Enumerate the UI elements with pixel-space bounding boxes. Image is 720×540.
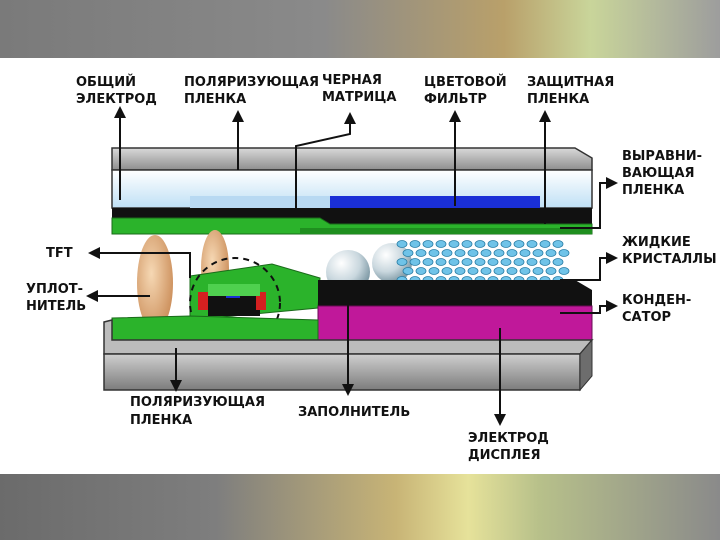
liquid-crystal-molecule (429, 250, 439, 257)
liquid-crystal-molecule (527, 259, 537, 266)
bottom-green-layer (112, 316, 318, 340)
capacitor-magenta (318, 306, 592, 340)
label-tft: TFT (46, 246, 73, 261)
liquid-crystal-molecule (553, 241, 563, 248)
label-alignment-film-1: ВЫРАВНИ- (622, 149, 702, 164)
label-capacitor-1: КОНДЕН- (622, 293, 691, 308)
liquid-crystal-molecule (546, 268, 556, 275)
liquid-crystal-molecule (397, 259, 407, 266)
liquid-crystal-molecule (449, 241, 459, 248)
label-common-electrode-2: ЭЛЕКТРОД (76, 92, 157, 107)
liquid-crystal-molecule (481, 268, 491, 275)
liquid-crystal-molecule (501, 241, 511, 248)
liquid-crystal-molecule (416, 250, 426, 257)
label-color-filter-1: ЦВЕТОВОЙ (424, 74, 507, 90)
liquid-crystal-molecule (462, 241, 472, 248)
label-sealant-1: УПЛОТ- (26, 282, 83, 297)
liquid-crystal-molecule (494, 268, 504, 275)
liquid-crystal-molecule (481, 250, 491, 257)
label-polarizer-top-1: ПОЛЯРИЗУЮЩАЯ (184, 75, 319, 90)
label-display-electrode-2: ДИСПЛЕЯ (468, 448, 541, 463)
liquid-crystal-molecule (501, 259, 511, 266)
liquid-crystal-molecule (410, 241, 420, 248)
label-sealant-2: НИТЕЛЬ (26, 299, 86, 314)
liquid-crystal-molecule (514, 259, 524, 266)
label-protective-film-1: ЗАЩИТНАЯ (527, 75, 614, 90)
liquid-crystal-molecule (449, 259, 459, 266)
liquid-crystal-molecule (468, 268, 478, 275)
liquid-crystal-molecule (423, 241, 433, 248)
color-filter-blue (330, 196, 540, 210)
liquid-crystal-molecule (559, 250, 569, 257)
label-polarizer-bottom-2: ПЛЕНКА (130, 413, 192, 428)
background-top-band (0, 0, 720, 58)
label-liquid-crystals-2: КРИСТАЛЛЫ (622, 252, 717, 267)
liquid-crystal-molecule (397, 241, 407, 248)
tft-black-gate (208, 296, 260, 316)
liquid-crystal-molecule (507, 268, 517, 275)
background-bottom-band (0, 474, 720, 540)
liquid-crystal-molecule (475, 241, 485, 248)
liquid-crystal-molecule (410, 259, 420, 266)
liquid-crystal-molecule (442, 268, 452, 275)
liquid-crystal-molecule (533, 250, 543, 257)
label-display-electrode-1: ЭЛЕКТРОД (468, 431, 549, 446)
label-color-filter-2: ФИЛЬТР (424, 92, 487, 107)
label-capacitor-2: САТОР (622, 310, 671, 325)
liquid-crystal-molecule (559, 268, 569, 275)
label-filler: ЗАПОЛНИТЕЛЬ (298, 405, 410, 420)
liquid-crystal-molecule (462, 259, 472, 266)
label-alignment-film-2: ВАЮЩАЯ (622, 166, 695, 181)
liquid-crystal-molecule (436, 259, 446, 266)
liquid-crystal-molecule (540, 241, 550, 248)
label-black-matrix-1: ЧЕРНАЯ (322, 73, 382, 88)
tft-top-green (208, 284, 260, 296)
liquid-crystal-molecule (553, 259, 563, 266)
liquid-crystal-molecule (455, 250, 465, 257)
top-glass-stack (112, 148, 592, 234)
label-common-electrode-1: ОБЩИЙ (76, 74, 136, 90)
liquid-crystal-molecule (514, 241, 524, 248)
label-protective-film-2: ПЛЕНКА (527, 92, 589, 107)
capacitor-black-top (318, 280, 592, 306)
liquid-crystal-molecule (520, 250, 530, 257)
liquid-crystal-field (397, 241, 569, 284)
liquid-crystal-molecule (533, 268, 543, 275)
liquid-crystal-molecule (527, 241, 537, 248)
label-alignment-film-3: ПЛЕНКА (622, 183, 684, 198)
color-filter-green-left (190, 196, 330, 210)
liquid-crystal-molecule (429, 268, 439, 275)
labels: ОБЩИЙ ЭЛЕКТРОД ПОЛЯРИЗУЮЩАЯ ПЛЕНКА ЧЕРНА… (26, 73, 717, 463)
tft-red-left (198, 292, 208, 310)
top-bottom-edge (300, 228, 592, 234)
liquid-crystal-molecule (520, 268, 530, 275)
label-polarizer-top-2: ПЛЕНКА (184, 92, 246, 107)
liquid-crystal-molecule (436, 241, 446, 248)
label-liquid-crystals-1: ЖИДКИЕ (622, 235, 691, 250)
liquid-crystal-molecule (507, 250, 517, 257)
label-polarizer-bottom-1: ПОЛЯРИЗУЮЩАЯ (130, 395, 265, 410)
top-polarizer-layer (112, 148, 592, 170)
liquid-crystal-molecule (494, 250, 504, 257)
liquid-crystal-molecule (546, 250, 556, 257)
lcd-structure-diagram: ОБЩИЙ ЭЛЕКТРОД ПОЛЯРИЗУЮЩАЯ ПЛЕНКА ЧЕРНА… (0, 58, 720, 474)
liquid-crystal-molecule (403, 250, 413, 257)
liquid-crystal-molecule (403, 268, 413, 275)
liquid-crystal-molecule (540, 259, 550, 266)
liquid-crystal-molecule (423, 259, 433, 266)
label-black-matrix-2: МАТРИЦА (322, 90, 396, 105)
liquid-crystal-molecule (475, 259, 485, 266)
liquid-crystal-molecule (442, 250, 452, 257)
liquid-crystal-molecule (455, 268, 465, 275)
liquid-crystal-molecule (488, 259, 498, 266)
liquid-crystal-molecule (416, 268, 426, 275)
liquid-crystal-molecule (488, 241, 498, 248)
liquid-crystal-molecule (468, 250, 478, 257)
